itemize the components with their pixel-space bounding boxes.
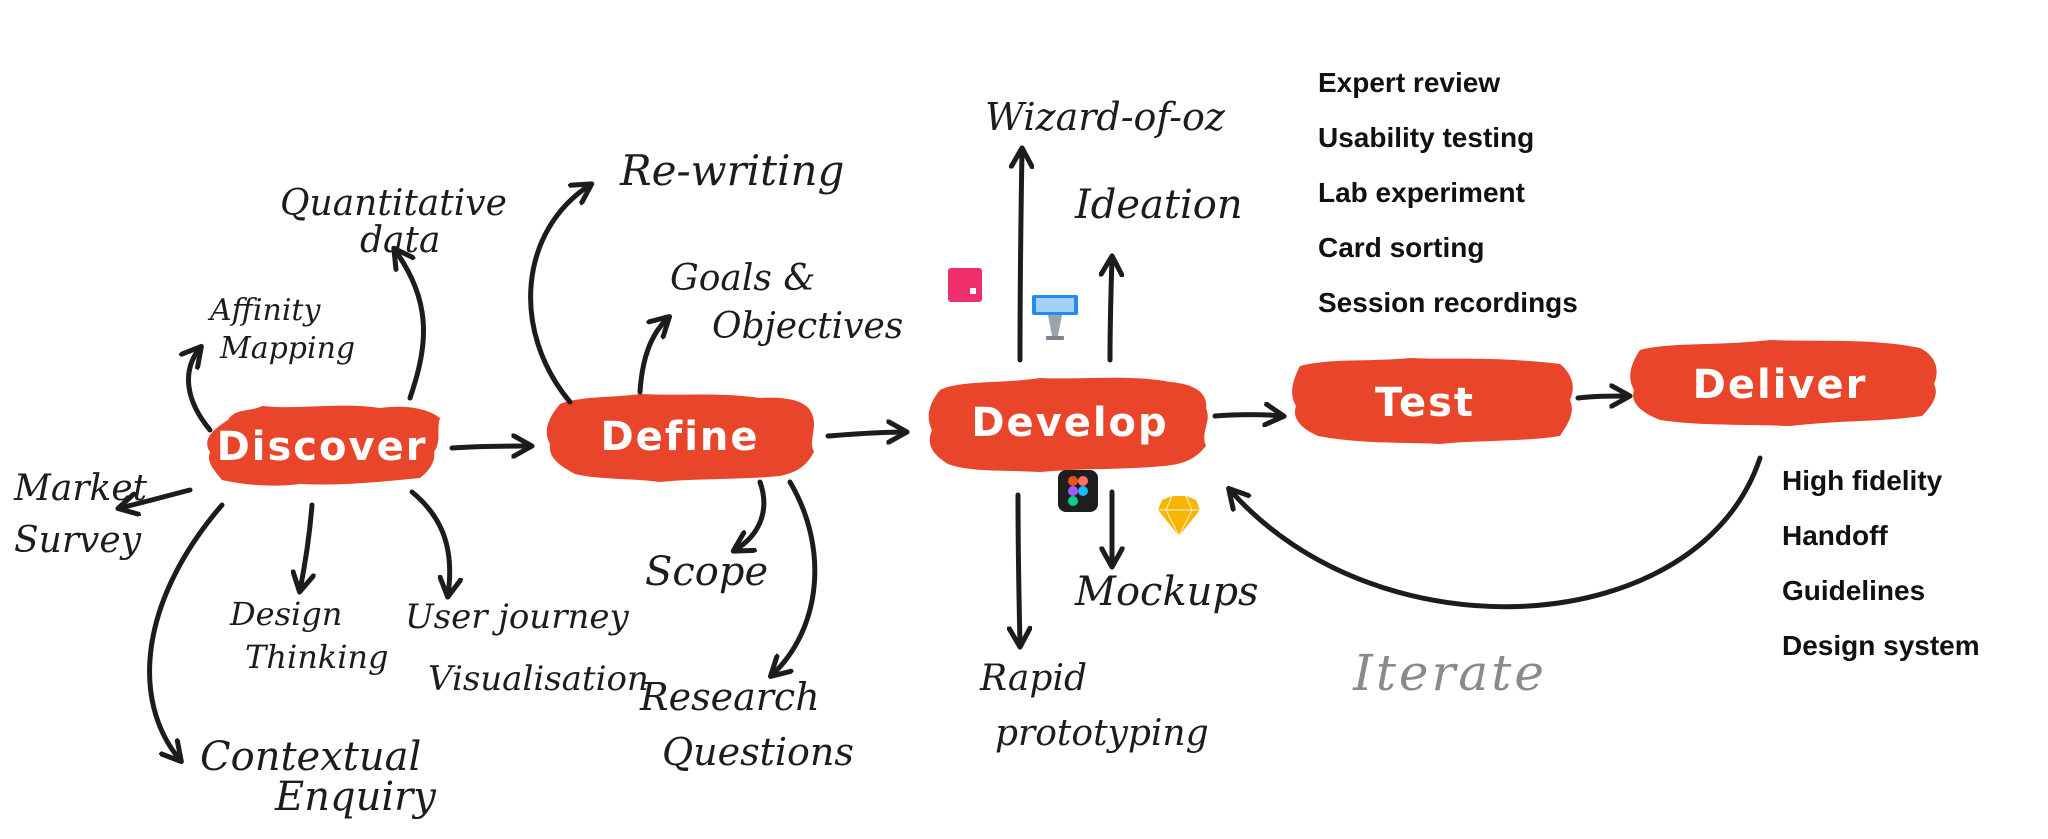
test-methods-list: Expert review Usability testing Lab expe… <box>1318 67 1578 318</box>
pink-square-app-icon <box>948 268 982 302</box>
deliver-method: High fidelity <box>1782 465 1943 496</box>
label-user-journey: User journey Visualisation <box>405 597 649 699</box>
stage-discover: Discover <box>207 405 440 486</box>
test-method: Session recordings <box>1318 287 1578 318</box>
label-mockups: Mockups <box>1074 569 1259 615</box>
test-method: Expert review <box>1318 67 1500 98</box>
stage-define: Define <box>546 394 814 482</box>
stage-define-label: Define <box>600 414 759 460</box>
arrow-to-scope <box>735 479 767 550</box>
arrow-to-design-thinking <box>300 502 312 590</box>
arrow-to-rapid <box>1018 492 1020 645</box>
stage-define-blob <box>546 394 814 482</box>
stage-test-blob <box>1292 358 1573 444</box>
stage-test: Test <box>1292 358 1573 444</box>
stage-test-label: Test <box>1375 380 1475 426</box>
test-method: Card sorting <box>1318 232 1484 263</box>
arrow-discover-to-define <box>449 446 530 448</box>
keynote-podium-icon <box>1032 295 1078 340</box>
arrow-to-user-journey <box>409 489 450 595</box>
arrow-to-rewriting <box>528 185 590 405</box>
stage-deliver: Deliver <box>1630 340 1937 426</box>
stage-develop: Develop <box>928 377 1208 472</box>
label-wizard-of-oz: Wizard-of-oz <box>985 95 1226 139</box>
label-quantitative-data: Quantitative data <box>280 183 518 261</box>
arrow-develop-to-test <box>1212 415 1282 417</box>
label-contextual-enquiry: Contextual Enquiry <box>200 734 437 820</box>
arrow-to-goals <box>637 318 668 395</box>
arrow-to-research <box>772 479 818 675</box>
arrow-to-market-survey <box>120 487 193 508</box>
label-rewriting: Re-writing <box>619 146 844 195</box>
deliver-method: Handoff <box>1782 520 1888 551</box>
arrow-to-quantitative <box>395 250 426 401</box>
iterate-label: Iterate <box>1352 644 1547 702</box>
label-design-thinking: Design Thinking <box>229 595 389 676</box>
label-goals-objectives: Goals & Objectives <box>670 258 903 347</box>
stage-deliver-label: Deliver <box>1693 362 1868 408</box>
stage-develop-label: Develop <box>971 400 1168 446</box>
label-rapid-prototyping: Rapid prototyping <box>979 658 1209 754</box>
arrow-test-to-deliver <box>1575 396 1628 398</box>
arrow-define-to-develop <box>825 432 905 436</box>
arrow-to-wizard <box>1020 150 1022 363</box>
deliver-method: Guidelines <box>1782 575 1925 606</box>
stage-deliver-blob <box>1630 340 1937 426</box>
label-affinity-mapping: Affinity Mapping <box>207 293 355 366</box>
stage-develop-blob <box>928 377 1208 472</box>
sketch-diamond-icon <box>1158 495 1200 537</box>
arrow-iterate-loop <box>1230 455 1763 610</box>
test-method: Lab experiment <box>1318 177 1525 208</box>
arrow-to-affinity <box>189 348 213 433</box>
arrow-to-contextual <box>147 502 225 760</box>
deliver-method: Design system <box>1782 630 1980 661</box>
label-scope: Scope <box>645 549 768 595</box>
stage-discover-label: Discover <box>217 424 428 470</box>
figma-icon <box>1058 470 1098 512</box>
stage-discover-blob <box>207 405 440 486</box>
label-ideation: Ideation <box>1074 182 1243 228</box>
deliver-methods-list: High fidelity Handoff Guidelines Design … <box>1782 465 1980 661</box>
label-research-questions: Research Questions <box>639 675 854 774</box>
arrow-to-ideation <box>1110 258 1112 363</box>
test-method: Usability testing <box>1318 122 1534 153</box>
label-market-survey: Market Survey <box>13 468 159 561</box>
